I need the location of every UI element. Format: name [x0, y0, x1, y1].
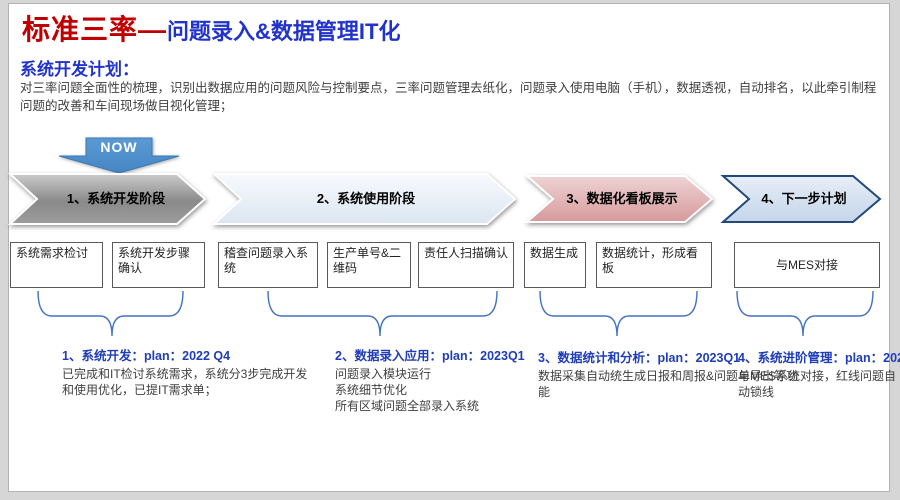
plan-body-4: 与MES系统对接，红线问题自动锁线: [738, 369, 897, 400]
task-box-order-number-qrcode: 生产单号&二维码: [327, 242, 411, 288]
stage-label-2: 2、系统使用阶段: [316, 191, 416, 206]
brace-1: [37, 290, 184, 337]
stage-chevron-4: [720, 175, 882, 223]
plan-block-3: 3、数据统计和分析：plan：2023Q1 数据采集自动统生成日报和周报&问题单…: [538, 347, 806, 400]
plan-heading-3: 3、数据统计和分析：plan：2023Q1: [538, 351, 741, 365]
stage-chevron-1: [7, 173, 207, 225]
task-box-system-requirement-review: 系统需求检讨: [10, 242, 103, 288]
task-box-data-stats-dashboard: 数据统计，形成看板: [596, 242, 712, 288]
title-blue-part: 问题录入&数据管理IT化: [167, 19, 401, 44]
plan-heading-2: 2、数据录入应用：plan：2023Q1: [335, 349, 525, 363]
title-red-part: 标准三率—: [22, 14, 168, 45]
brace-4: [736, 290, 874, 337]
stage-label-3: 3、数据化看板展示: [566, 191, 678, 206]
plan-body-3: 数据采集自动统生成日报和周报&问题单导出等功能: [538, 369, 799, 400]
plan-block-2: 2、数据录入应用：plan：2023Q1 问题录入模块运行 系统细节优化 所有区…: [335, 345, 573, 415]
task-box-data-generation: 数据生成: [524, 242, 586, 288]
task-box-mes-integration: 与MES对接: [734, 242, 880, 288]
plan-body-2: 问题录入模块运行 系统细节优化 所有区域问题全部录入系统: [335, 367, 480, 414]
stage-chevron-3: [524, 175, 714, 223]
stage-label-1: 1、系统开发阶段: [66, 191, 166, 206]
plan-block-4: 4、系统进阶管理：plan：2023Q1 与MES系统对接，红线问题自动锁线: [738, 347, 900, 400]
now-label: NOW: [100, 139, 138, 155]
task-box-audit-entry-system: 稽查问题录入系统: [218, 242, 318, 288]
brace-3: [539, 290, 698, 337]
section-heading: 系统开发计划：: [20, 60, 139, 79]
task-box-owner-scan-confirm: 责任人扫描确认: [418, 242, 514, 288]
brace-connectors: [37, 290, 874, 337]
brace-2: [267, 290, 498, 337]
plan-heading-4: 4、系统进阶管理：plan：2023Q1: [738, 351, 900, 365]
plan-heading-1: 1、系统开发：plan：2022 Q4: [62, 349, 231, 363]
now-arrow: [58, 137, 180, 174]
plan-block-1: 1、系统开发：plan：2022 Q4 已完成和IT检讨系统需求，系统分3步完成…: [62, 345, 310, 398]
plan-body-1: 已完成和IT检讨系统需求，系统分3步完成开发和使用优化，已提IT需求单；: [62, 367, 308, 398]
stage-chevron-2: [211, 173, 517, 225]
description-text: 对三率问题全面性的梳理，识别出数据应用的问题风险与控制要点，三率问题管理去纸化，…: [20, 81, 877, 114]
page-title: 标准三率— 问题录入&数据管理IT化: [22, 8, 400, 48]
task-box-dev-steps-confirm: 系统开发步骤确认: [112, 242, 205, 288]
stage-label-4: 4、下一步计划: [761, 191, 847, 206]
